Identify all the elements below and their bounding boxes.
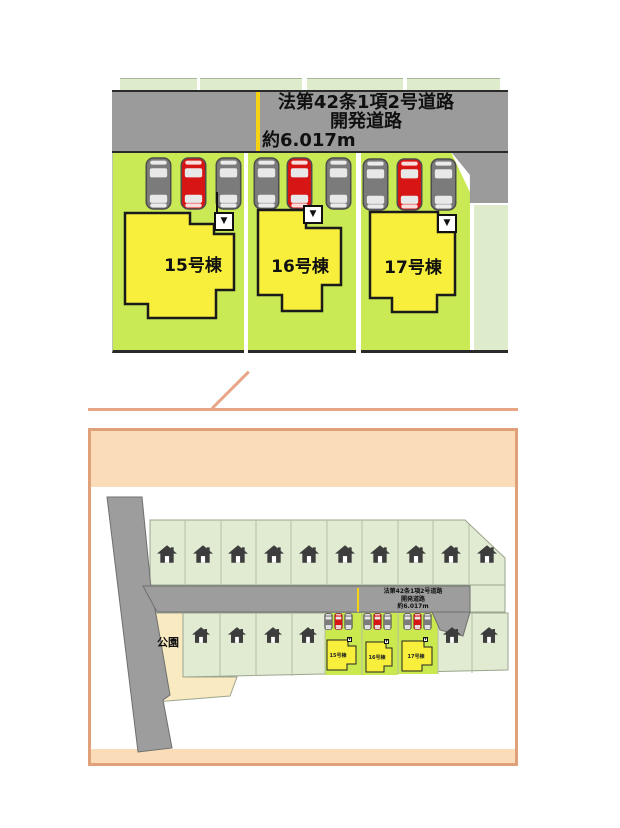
lot-boundary-line xyxy=(361,350,508,353)
far-lot-strip xyxy=(200,78,302,91)
tiny-house-16 xyxy=(365,641,393,673)
far-lot-strip xyxy=(474,205,508,350)
callout-line xyxy=(210,370,250,410)
road: 法第42条1項2号道路 開発道路 約6.017m xyxy=(112,90,508,153)
lot-marker-icon: ▼ xyxy=(347,637,352,642)
road-centerline xyxy=(256,92,260,151)
house-icon xyxy=(228,627,246,643)
road-label-line3: 約6.017m xyxy=(397,603,429,610)
car-icon xyxy=(373,613,382,630)
decorative-band xyxy=(91,749,515,763)
car-icon xyxy=(334,613,343,630)
house-icon xyxy=(443,627,461,643)
site-map xyxy=(106,496,509,753)
road-centerline xyxy=(357,588,359,612)
lot-marker-icon: ▼ xyxy=(437,214,457,233)
car-icon xyxy=(423,613,432,630)
road-label-line1: 法第42条1項2号道路 xyxy=(383,588,443,595)
lot-marker-icon: ▼ xyxy=(423,637,428,642)
far-lot-strip xyxy=(407,78,500,91)
house-icon xyxy=(264,627,282,643)
lot-filler xyxy=(469,584,506,613)
down-triangle-icon: ▼ xyxy=(309,209,317,219)
map-road-stub xyxy=(431,611,471,637)
house-icon xyxy=(406,545,426,563)
house-label-16: 16号棟 xyxy=(271,257,329,277)
house-icon xyxy=(157,545,177,563)
lot-dividers xyxy=(184,520,470,585)
house-icon xyxy=(299,627,317,643)
house-icon xyxy=(480,627,498,643)
tiny-house-label-15: 15号棟 xyxy=(329,653,347,659)
house-footprint-15 xyxy=(123,211,236,320)
house-icon xyxy=(299,545,319,563)
far-lot-strip xyxy=(307,78,403,91)
overview-panel: ▼ ▼ ▼ 公園 法第42条1項2号道路 開発道路 約6.017m 15号棟 1… xyxy=(88,428,518,766)
house-icon xyxy=(477,545,497,563)
far-lot-strip xyxy=(120,78,197,91)
house-icon xyxy=(192,627,210,643)
callout-line xyxy=(88,408,518,411)
detail-panel: 法第42条1項2号道路 開発道路 約6.017m ▼ ▼ xyxy=(112,70,508,362)
car-icon xyxy=(363,613,372,630)
lot-marker-icon: ▼ xyxy=(303,205,323,224)
car-icon xyxy=(344,613,353,630)
house-icon xyxy=(335,545,355,563)
down-triangle-icon: ▼ xyxy=(424,637,427,641)
down-triangle-icon: ▼ xyxy=(385,639,388,643)
road-label-line2: 開発道路 xyxy=(400,595,425,603)
down-triangle-icon: ▼ xyxy=(220,216,228,226)
road-label-line2: 開発道路 xyxy=(330,111,402,132)
road-label: 法第42条1項2号道路 開発道路 約6.017m xyxy=(360,588,466,611)
decorative-band xyxy=(91,431,515,487)
lot-dividers xyxy=(219,613,473,676)
car-icon xyxy=(413,613,422,630)
park-label: 公園 xyxy=(157,636,179,649)
road-label-line1: 法第42条1項2号道路 xyxy=(277,92,455,113)
house-icon xyxy=(264,545,284,563)
lot-marker-icon: ▼ xyxy=(214,212,234,231)
car-icon xyxy=(383,613,392,630)
car-icon xyxy=(324,613,333,630)
car-icon xyxy=(403,613,412,630)
tiny-house-label-17: 17号棟 xyxy=(407,654,425,660)
road-label: 法第42条1項2号道路 開発道路 約6.017m xyxy=(252,93,480,150)
house-icon xyxy=(370,545,390,563)
tiny-house-17 xyxy=(401,640,433,672)
house-icon xyxy=(228,545,248,563)
marker-pole xyxy=(216,192,218,218)
house-label-15: 15号棟 xyxy=(164,256,222,276)
tiny-house-label-16: 16号棟 xyxy=(368,655,386,661)
down-triangle-icon: ▼ xyxy=(443,218,451,228)
lot-marker-icon: ▼ xyxy=(384,639,389,644)
road-label-line3: 約6.017m xyxy=(262,130,356,151)
house-label-17: 17号棟 xyxy=(384,258,442,278)
tiny-house-15 xyxy=(326,639,357,671)
map-road-vertical xyxy=(106,496,173,753)
house-icon xyxy=(441,545,461,563)
house-icon xyxy=(193,545,213,563)
down-triangle-icon: ▼ xyxy=(348,637,351,641)
